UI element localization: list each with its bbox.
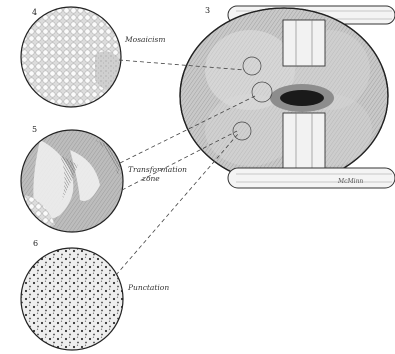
label-transformation-zone-line1: Transformation: [128, 165, 187, 174]
panel-number-6: 6: [33, 239, 38, 248]
panel-transformation-zone: [20, 130, 124, 232]
speculum-lower-blade: [228, 168, 395, 188]
label-transformation-zone-line2: zone: [141, 174, 160, 183]
main-view-number: 3: [205, 6, 210, 15]
label-mosaicism: Mosaicism: [124, 35, 165, 44]
artist-signature: McMinn: [337, 178, 363, 185]
panel-punctation: [21, 248, 123, 350]
panel-number-4: 4: [32, 8, 37, 17]
cervix-main-view: [180, 6, 395, 188]
label-punctation: Punctation: [127, 283, 169, 292]
panel-mosaicism: [21, 7, 121, 107]
panel-number-5: 5: [32, 125, 37, 134]
